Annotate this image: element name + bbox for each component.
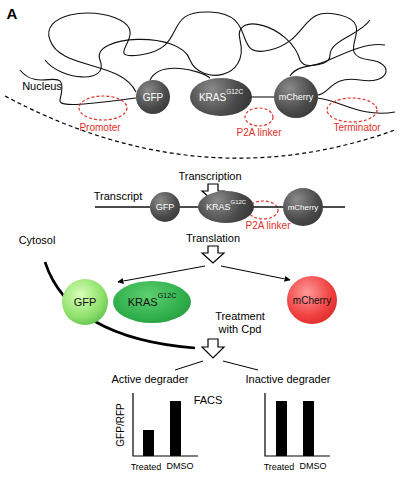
- transcript-segment: GFP: [150, 192, 180, 222]
- panel-letter: A: [7, 5, 18, 22]
- dna-strand: [20, 12, 395, 113]
- compartment-label: Cytosol: [19, 234, 56, 247]
- node-text: KRAS: [199, 92, 226, 103]
- transcript-segment: KRASG12C: [198, 191, 254, 223]
- node-text: KRAS: [128, 296, 158, 308]
- tick-label: DMSO: [300, 461, 327, 471]
- gene-segment: GFP: [136, 80, 170, 114]
- condition-label: Inactive degrader: [246, 373, 331, 386]
- node-text: GFP: [74, 296, 97, 308]
- region-label: P2A linker: [236, 127, 281, 139]
- molecule-label: Transcript: [94, 190, 143, 203]
- node-text: mCherry: [279, 92, 314, 102]
- superscript-text: G12C: [226, 88, 243, 95]
- region-label: Promoter: [79, 122, 120, 134]
- bar-chart: [133, 393, 330, 456]
- region-label: P2A linker: [245, 220, 290, 232]
- axis-label: GFP/RFP: [115, 403, 127, 446]
- tick-label: DMSO: [167, 461, 194, 471]
- condition-label: Active degrader: [111, 373, 188, 386]
- superscript-text: G12C: [158, 292, 177, 300]
- gene-segment: mCherry: [274, 76, 318, 118]
- region-label: Terminator: [333, 122, 380, 134]
- step-label: Transcription: [178, 170, 241, 183]
- node-text: KRAS: [206, 202, 231, 212]
- tick-label: Treated: [264, 462, 295, 472]
- superscript-text: G12C: [231, 199, 246, 205]
- compartment-label: Nucleus: [22, 80, 62, 93]
- node-text: GFP: [143, 92, 164, 103]
- node-text: mCherry: [288, 203, 319, 212]
- gene-segment: KRASG12C: [190, 78, 252, 116]
- node-text: GFP: [156, 202, 175, 212]
- protein-domain: KRASG12C: [113, 281, 191, 323]
- node-text: mCherry: [293, 295, 331, 306]
- protein-domain: GFP: [62, 279, 108, 325]
- cell-membrane: [45, 262, 195, 348]
- method-label: FACS: [194, 394, 223, 407]
- step-label: Treatment with Cpd: [208, 310, 272, 335]
- tick-label: Treated: [131, 462, 162, 472]
- step-label: Translation: [186, 232, 240, 245]
- protein-domain: mCherry: [287, 276, 337, 324]
